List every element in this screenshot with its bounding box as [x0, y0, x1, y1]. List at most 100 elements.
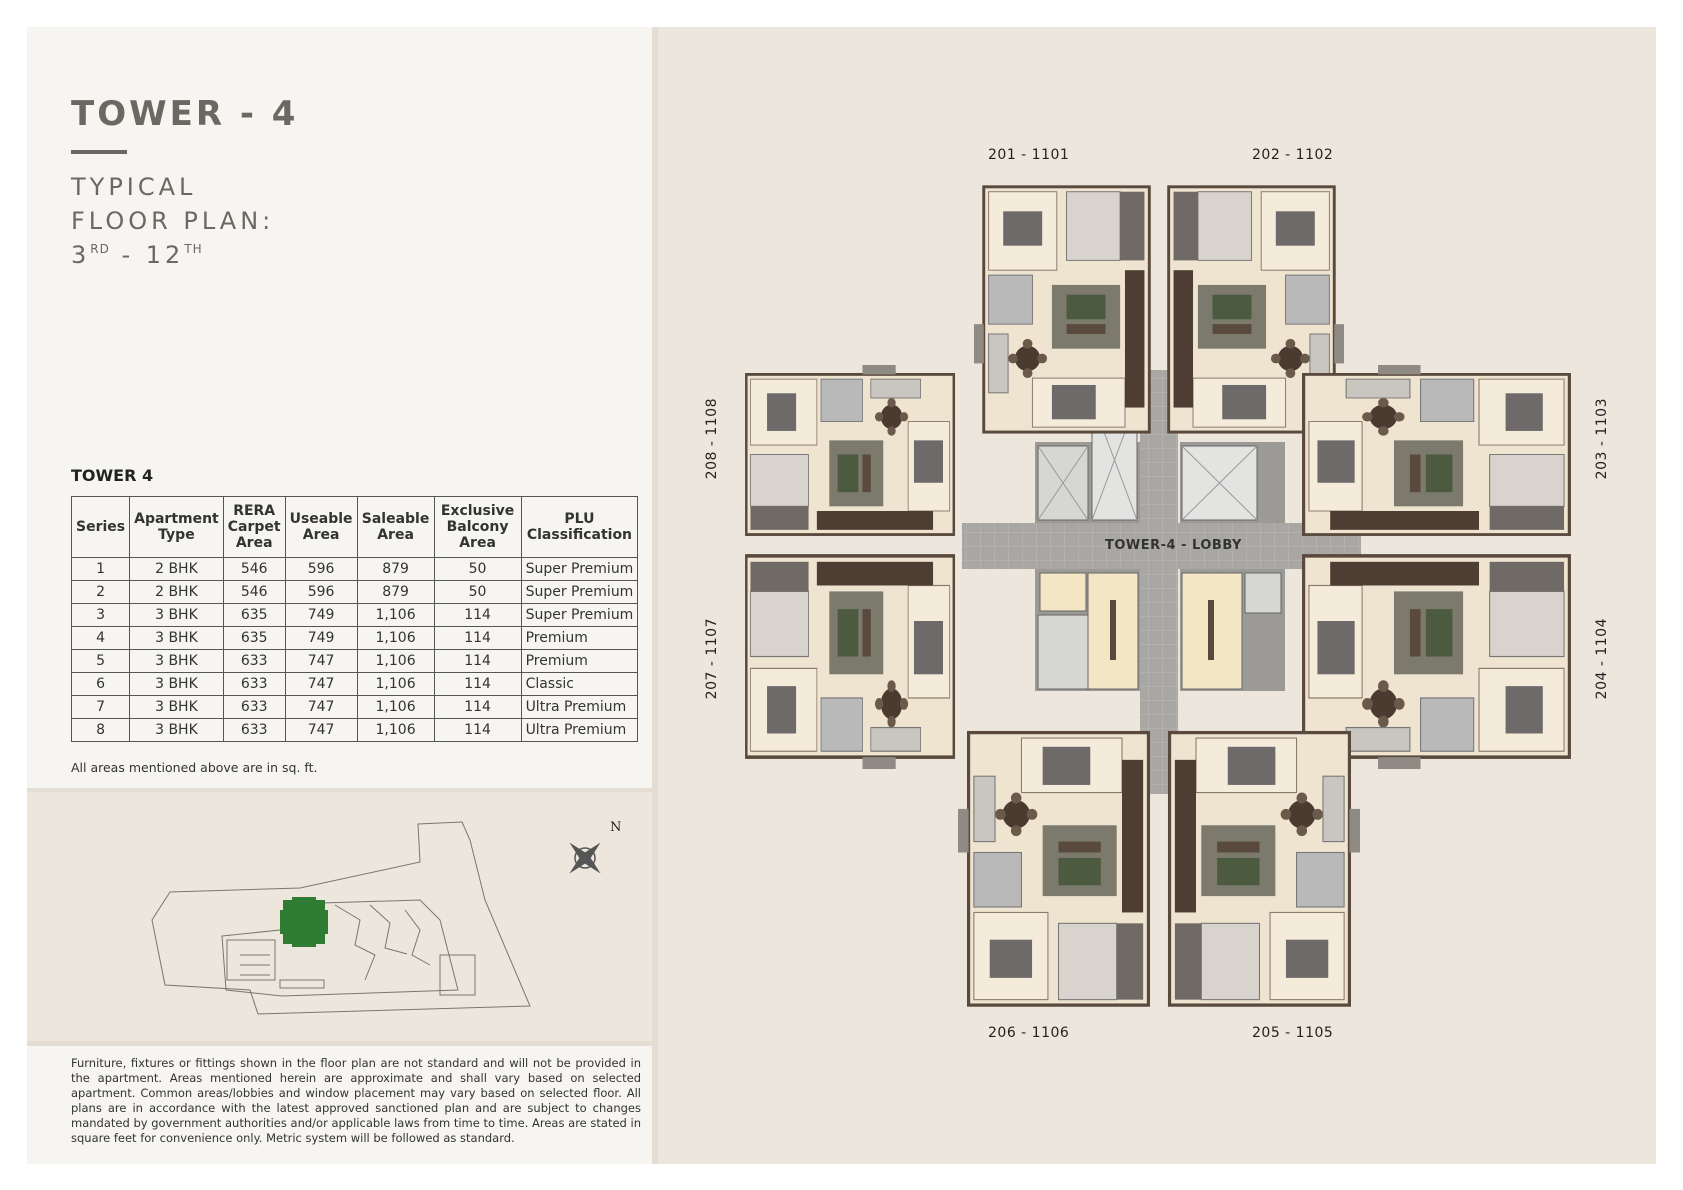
compass-north-label: N: [610, 820, 622, 835]
subtitle-floor-plan: FLOOR PLAN:: [71, 207, 275, 235]
cell-balcony-area: 114: [433, 649, 522, 673]
cell-apartment-type: 3 BHK: [129, 626, 224, 650]
cell-plu-classification: Premium: [520, 626, 639, 650]
cell-series: 1: [70, 557, 131, 581]
cell-balcony-area: 114: [433, 603, 522, 627]
cell-apartment-type: 3 BHK: [129, 718, 224, 742]
cell-rera-carpet-area: 633: [222, 718, 286, 742]
cell-balcony-area: 50: [433, 580, 522, 604]
cell-saleable-area: 1,106: [356, 649, 435, 673]
floor-to: 12: [145, 241, 185, 269]
cell-balcony-area: 114: [433, 718, 522, 742]
cell-useable-area: 749: [284, 603, 358, 627]
cell-useable-area: 749: [284, 626, 358, 650]
cell-plu-classification: Super Premium: [520, 580, 639, 604]
cell-series: 3: [70, 603, 131, 627]
cell-apartment-type: 2 BHK: [129, 580, 224, 604]
unit-label-205: 205 - 1105: [1252, 1025, 1334, 1041]
cell-saleable-area: 879: [356, 580, 435, 604]
disclaimer-panel: [27, 1046, 652, 1164]
cell-apartment-type: 2 BHK: [129, 557, 224, 581]
section-divider: [27, 1041, 652, 1046]
unit-label-203: 203 - 1103: [1594, 398, 1610, 480]
floor-from: 3: [71, 241, 91, 269]
cell-plu-classification: Super Premium: [520, 557, 639, 581]
floor-to-suffix: TH: [184, 242, 203, 256]
header-balcony: Exclusive Balcony Area: [433, 496, 522, 558]
cell-series: 4: [70, 626, 131, 650]
cell-saleable-area: 1,106: [356, 718, 435, 742]
cell-plu-classification: Ultra Premium: [520, 718, 639, 742]
floor-separator: -: [109, 241, 146, 269]
unit-label-204: 204 - 1104: [1594, 618, 1610, 700]
cell-saleable-area: 1,106: [356, 695, 435, 719]
title-rule: [71, 150, 127, 154]
header-apartment-type: Apartment Type: [129, 496, 224, 558]
cell-rera-carpet-area: 633: [222, 695, 286, 719]
cell-plu-classification: Ultra Premium: [520, 695, 639, 719]
panel-divider: [652, 27, 658, 1164]
header-series: Series: [70, 496, 131, 558]
unit-label-206: 206 - 1106: [988, 1025, 1070, 1041]
cell-saleable-area: 1,106: [356, 672, 435, 696]
subtitle-typical: TYPICAL: [71, 173, 197, 201]
unit-label-207: 207 - 1107: [704, 618, 720, 700]
area-table: Series Apartment Type RERA Carpet Area U…: [70, 496, 639, 742]
cell-series: 8: [70, 718, 131, 742]
cell-plu-classification: Classic: [520, 672, 639, 696]
floor-from-suffix: RD: [90, 242, 110, 256]
unit-label-208: 208 - 1108: [704, 398, 720, 480]
header-rera-carpet: RERA Carpet Area: [222, 496, 286, 558]
cell-rera-carpet-area: 633: [222, 649, 286, 673]
cell-useable-area: 747: [284, 672, 358, 696]
lobby-label: TOWER-4 - LOBBY: [1105, 538, 1242, 553]
cell-saleable-area: 1,106: [356, 626, 435, 650]
cell-saleable-area: 1,106: [356, 603, 435, 627]
cell-balcony-area: 114: [433, 672, 522, 696]
cell-balcony-area: 50: [433, 557, 522, 581]
cell-series: 7: [70, 695, 131, 719]
cell-series: 5: [70, 649, 131, 673]
cell-useable-area: 596: [284, 557, 358, 581]
cell-useable-area: 747: [284, 718, 358, 742]
section-divider: [27, 788, 652, 792]
cell-apartment-type: 3 BHK: [129, 695, 224, 719]
cell-saleable-area: 879: [356, 557, 435, 581]
cell-balcony-area: 114: [433, 626, 522, 650]
floor-plan-panel: [658, 27, 1656, 1164]
unit-label-201: 201 - 1101: [988, 147, 1070, 163]
table-note: All areas mentioned above are in sq. ft.: [71, 760, 318, 775]
cell-plu-classification: Super Premium: [520, 603, 639, 627]
cell-series: 2: [70, 580, 131, 604]
header-plu: PLU Classification: [520, 496, 639, 558]
page-title: TOWER - 4: [71, 94, 299, 134]
cell-plu-classification: Premium: [520, 649, 639, 673]
site-plan-panel: [27, 792, 652, 1041]
table-header-row: Series Apartment Type RERA Carpet Area U…: [70, 496, 639, 558]
cell-rera-carpet-area: 546: [222, 580, 286, 604]
cell-series: 6: [70, 672, 131, 696]
floor-range: 3RD - 12TH: [71, 241, 203, 269]
unit-label-202: 202 - 1102: [1252, 147, 1334, 163]
cell-apartment-type: 3 BHK: [129, 649, 224, 673]
disclaimer-text: Furniture, fixtures or fittings shown in…: [71, 1056, 641, 1145]
cell-useable-area: 747: [284, 649, 358, 673]
cell-rera-carpet-area: 635: [222, 603, 286, 627]
table-title: TOWER 4: [71, 466, 154, 485]
header-saleable: Saleable Area: [356, 496, 435, 558]
header-useable: Useable Area: [284, 496, 358, 558]
cell-rera-carpet-area: 633: [222, 672, 286, 696]
cell-useable-area: 747: [284, 695, 358, 719]
cell-balcony-area: 114: [433, 695, 522, 719]
cell-apartment-type: 3 BHK: [129, 603, 224, 627]
cell-rera-carpet-area: 546: [222, 557, 286, 581]
cell-rera-carpet-area: 635: [222, 626, 286, 650]
